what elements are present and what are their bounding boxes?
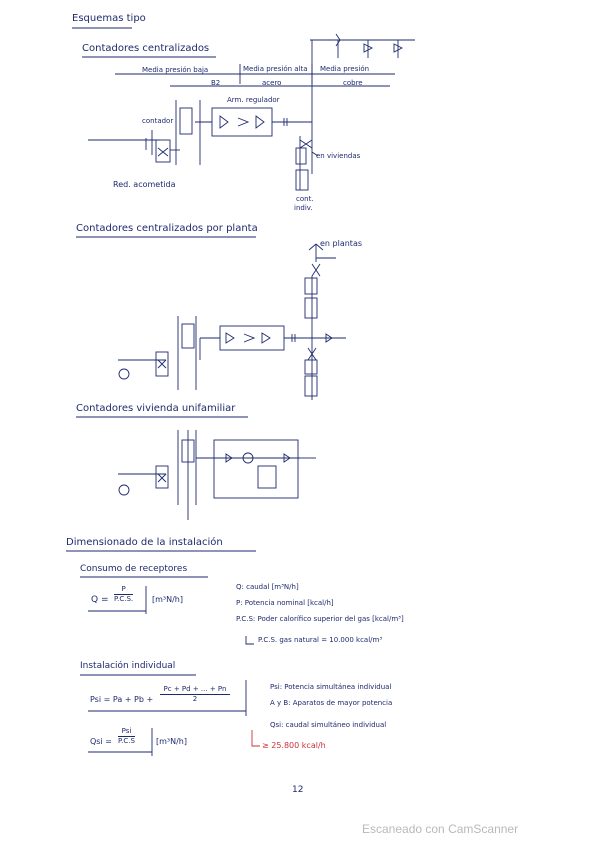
psi-fraction: Pc + Pd + ... + Pn 2 (160, 685, 230, 704)
heading-dimensionado: Dimensionado de la instalación (66, 537, 223, 548)
contador-box (155, 139, 171, 163)
def-q: Q: caudal [m³N/h] (236, 583, 299, 591)
heading-por-planta: Contadores centralizados por planta (76, 223, 258, 234)
def-p: P: Potencia nominal [kcal/h] (236, 599, 334, 607)
label-contador: contador (142, 117, 174, 125)
bar-sub-1: B2 (211, 79, 221, 87)
acometida-circle-2 (118, 368, 130, 380)
qsi-numerator: Psi (121, 727, 132, 735)
def-pcs: P.C.S: Poder calorífico superior del gas… (236, 615, 404, 623)
pcs-arrow (245, 636, 254, 645)
bar-sub-3: cobre (343, 79, 363, 87)
label-indiv: indiv. (294, 204, 313, 212)
label-red-acometida: Red. acometida (113, 180, 176, 189)
planta-meter-box (181, 323, 195, 349)
label-en-plantas: en plantas (320, 239, 363, 248)
q-lhs: Q = (91, 595, 109, 605)
heading-vivienda-unifamiliar: Contadores vivienda unifamiliar (76, 403, 236, 414)
planta-meter-top (304, 297, 318, 319)
red-note: ≥ 25.800 kcal/h (262, 741, 326, 750)
regulator-box (211, 107, 273, 137)
q-numerator: P (121, 585, 126, 593)
section-title: Esquemas tipo (72, 13, 146, 24)
def-ab: A y B: Aparatos de mayor potencia (270, 699, 393, 707)
def-qsi: Qsi: caudal simultáneo individual (270, 721, 387, 729)
indiv-meter (295, 169, 309, 191)
label-arm-regulador: Arm. regulador (227, 96, 280, 104)
heading-contadores-centralizados: Contadores centralizados (82, 43, 210, 54)
top-valve-1 (335, 33, 341, 47)
bar-sub-2: acero (262, 79, 282, 87)
qsi-lhs: Qsi = (90, 737, 112, 746)
meter-box-1 (179, 107, 193, 135)
label-cont: cont. (296, 195, 314, 203)
red-arrow (251, 730, 260, 747)
pcs-note: P.C.S. gas natural = 10.000 kcal/m³ (258, 636, 383, 644)
bar-label-2: Media presión alta (243, 65, 308, 73)
acometida-circle-3 (118, 484, 130, 496)
unifam-house-box (213, 439, 299, 499)
page-number: 12 (292, 785, 304, 795)
psi-lhs: Psi = Pa + Pb + (90, 695, 154, 704)
q-fraction: P P.C.S. (114, 585, 134, 603)
bar-label-1: Media presión baja (142, 66, 209, 74)
q-unit: [m³N/h] (152, 595, 183, 604)
q-denominator: P.C.S. (114, 593, 134, 603)
label-en-viviendas: en viviendas (316, 152, 361, 160)
qsi-fraction: Psi P.C.S (118, 727, 135, 745)
planta-regulator-box (219, 325, 285, 351)
def-psi: Psi: Potencia simultánea individual (270, 683, 392, 691)
unifam-meter-box (181, 439, 195, 463)
heading-consumo: Consumo de receptores (80, 564, 188, 574)
qsi-unit: [m³N/h] (156, 737, 187, 746)
heading-individual: Instalación individual (80, 661, 176, 671)
psi-numerator: Pc + Pd + ... + Pn (163, 685, 227, 693)
qsi-denominator: P.C.S (118, 735, 135, 745)
indiv-meter-top (295, 147, 307, 165)
watermark-text: Escaneado con CamScanner (362, 822, 519, 836)
planta-meter-bottom (304, 375, 318, 397)
unifam-appliance (257, 465, 277, 489)
bar-label-3: Media presión (320, 65, 370, 73)
psi-denominator: 2 (160, 693, 230, 704)
riser-valve (299, 139, 313, 149)
